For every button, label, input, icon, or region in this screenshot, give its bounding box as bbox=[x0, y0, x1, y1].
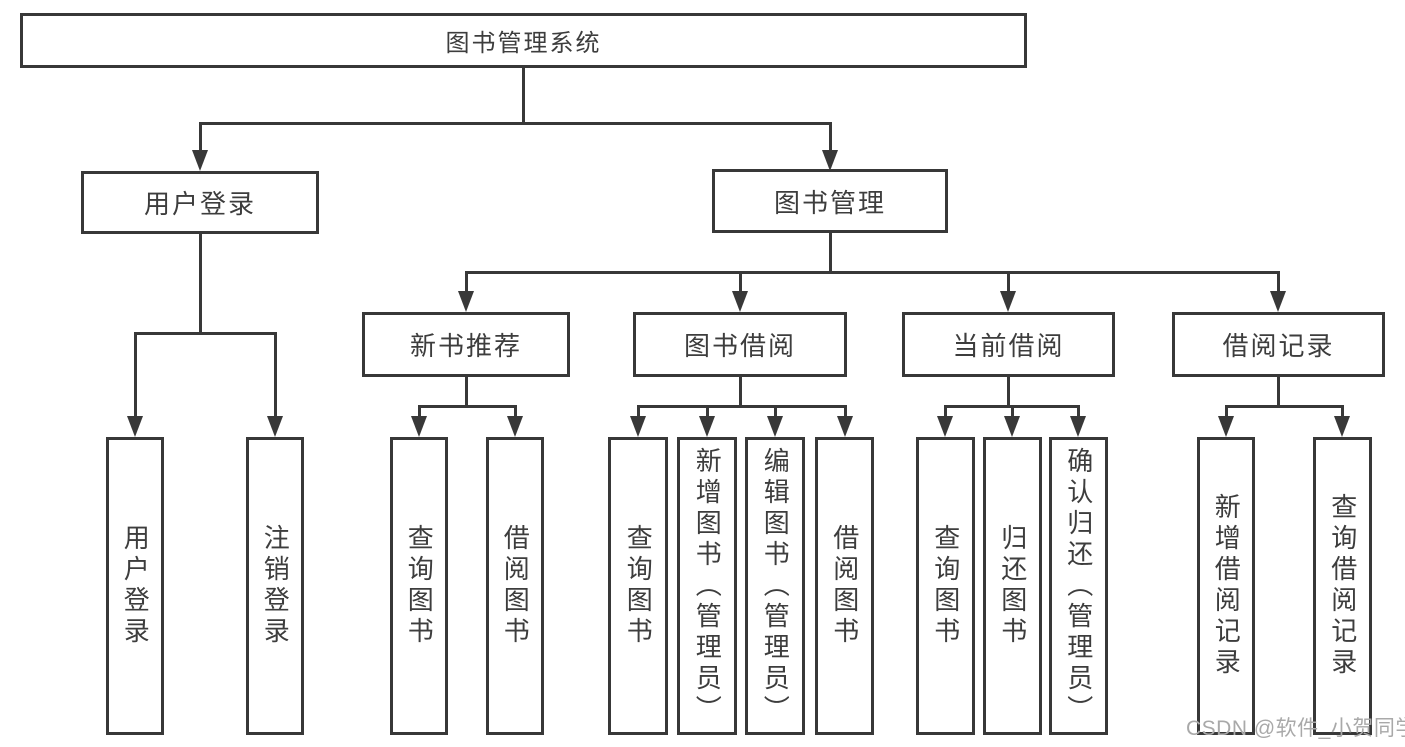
leaf-user-login: 用户登录 bbox=[106, 437, 164, 735]
connector-line bbox=[521, 68, 525, 123]
arrow-down-icon bbox=[732, 291, 748, 312]
arrow-down-icon bbox=[937, 416, 953, 437]
leaf-borrow-add-books-admin: 新增图书（管理员） bbox=[677, 437, 737, 735]
connector-line bbox=[198, 123, 202, 153]
connector-line bbox=[464, 270, 1280, 274]
arrow-down-icon bbox=[127, 416, 143, 437]
connector-line bbox=[273, 333, 277, 419]
node-user-login: 用户登录 bbox=[81, 171, 319, 234]
arrow-down-icon bbox=[267, 416, 283, 437]
connector-line bbox=[705, 406, 709, 419]
arrow-down-icon bbox=[507, 416, 523, 437]
arrow-down-icon bbox=[458, 291, 474, 312]
arrow-down-icon bbox=[1000, 291, 1016, 312]
connector-line bbox=[1276, 377, 1280, 406]
connector-line bbox=[738, 272, 742, 294]
connector-line bbox=[1006, 377, 1010, 406]
connector-line bbox=[636, 404, 847, 408]
connector-line bbox=[1010, 406, 1014, 419]
arrow-down-icon bbox=[1334, 416, 1350, 437]
csdn-watermark: CSDN @软件_小贺同学 bbox=[1186, 717, 1405, 740]
leaf-newrec-borrow-books: 借阅图书 bbox=[486, 437, 544, 735]
arrow-down-icon bbox=[1004, 416, 1020, 437]
node-book-management: 图书管理 bbox=[712, 169, 948, 233]
leaf-borrow-edit-books-admin: 编辑图书（管理员） bbox=[745, 437, 805, 735]
arrow-down-icon bbox=[630, 416, 646, 437]
arrow-down-icon bbox=[1070, 416, 1086, 437]
node-library-management-system: 图书管理系统 bbox=[20, 13, 1027, 68]
arrow-down-icon bbox=[192, 150, 208, 171]
leaf-current-confirm-return-admin: 确认归还（管理员） bbox=[1049, 437, 1108, 735]
connector-line bbox=[636, 406, 640, 419]
connector-line bbox=[417, 404, 517, 408]
connector-line bbox=[1076, 406, 1080, 419]
node-current-borrowing: 当前借阅 bbox=[902, 312, 1115, 377]
connector-line bbox=[1340, 406, 1344, 419]
leaf-borrow-borrow-books: 借阅图书 bbox=[815, 437, 874, 735]
arrow-down-icon bbox=[822, 150, 838, 171]
connector-line bbox=[843, 406, 847, 419]
node-book-borrowing: 图书借阅 bbox=[633, 312, 847, 377]
node-new-book-recommend: 新书推荐 bbox=[362, 312, 570, 377]
connector-line bbox=[773, 406, 777, 419]
leaf-records-add-borrow-record: 新增借阅记录 bbox=[1197, 437, 1255, 735]
arrow-down-icon bbox=[699, 416, 715, 437]
connector-line bbox=[943, 406, 947, 419]
node-borrowing-records: 借阅记录 bbox=[1172, 312, 1385, 377]
arrow-down-icon bbox=[1218, 416, 1234, 437]
leaf-current-query-books: 查询图书 bbox=[916, 437, 975, 735]
connector-line bbox=[464, 377, 468, 406]
leaf-logout: 注销登录 bbox=[246, 437, 304, 735]
connector-line bbox=[133, 331, 277, 335]
arrow-down-icon bbox=[1270, 291, 1286, 312]
arrow-down-icon bbox=[411, 416, 427, 437]
connector-line bbox=[1276, 272, 1280, 294]
connector-line bbox=[1224, 406, 1228, 419]
connector-line bbox=[417, 406, 421, 419]
arrow-down-icon bbox=[767, 416, 783, 437]
connector-line bbox=[198, 121, 832, 125]
leaf-newrec-query-books: 查询图书 bbox=[390, 437, 448, 735]
connector-line bbox=[1224, 404, 1344, 408]
leaf-borrow-query-books: 查询图书 bbox=[608, 437, 668, 735]
connector-line bbox=[464, 272, 468, 294]
arrow-down-icon bbox=[837, 416, 853, 437]
leaf-current-return-books: 归还图书 bbox=[983, 437, 1042, 735]
connector-line bbox=[738, 377, 742, 406]
connector-line bbox=[828, 123, 832, 153]
connector-line bbox=[513, 406, 517, 419]
connector-line bbox=[1006, 272, 1010, 294]
connector-line bbox=[828, 233, 832, 272]
connector-line bbox=[133, 333, 137, 419]
leaf-records-query-borrow-record: 查询借阅记录 bbox=[1313, 437, 1372, 735]
connector-line bbox=[198, 234, 202, 333]
